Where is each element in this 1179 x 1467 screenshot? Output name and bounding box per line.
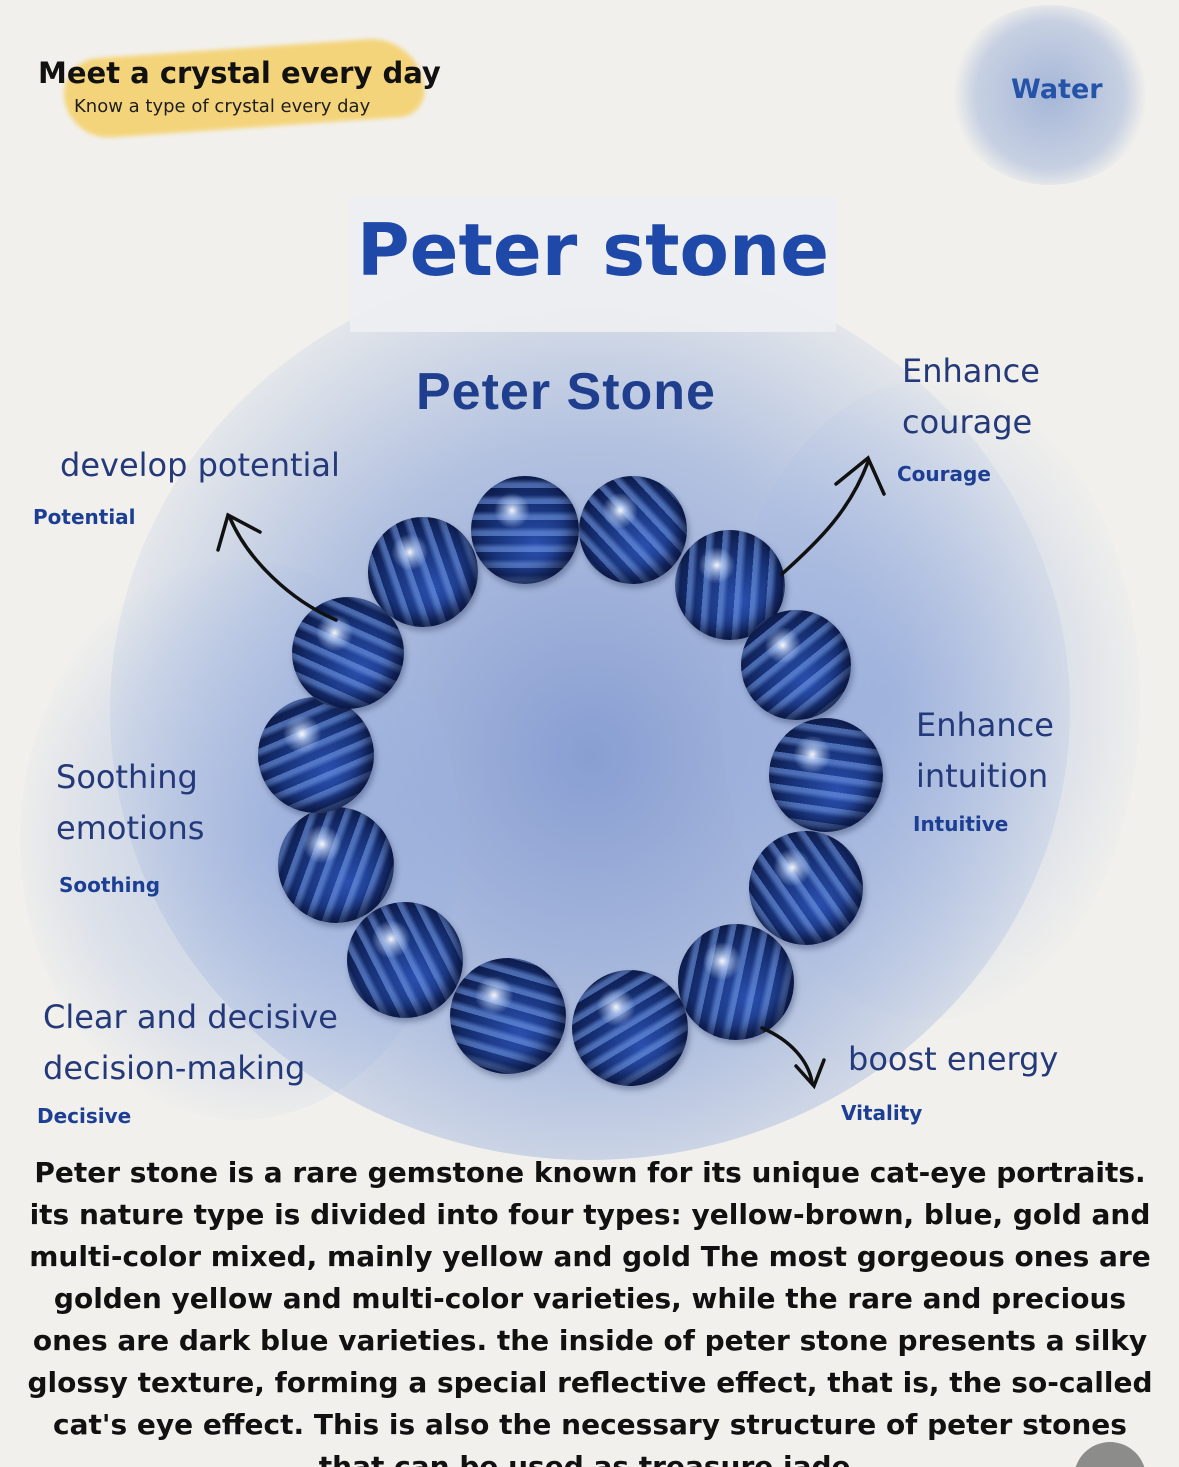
bracelet-bead [278,807,394,923]
bracelet-bead [741,610,851,720]
element-label: Water [1011,74,1103,105]
effect-tag-vitality: Vitality [841,1101,923,1125]
effect-tag-soothing: Soothing [59,873,161,897]
bracelet-bead [769,718,883,832]
title-panel [350,196,836,332]
bracelet-bead [572,970,688,1086]
bracelet-bead [471,476,579,584]
effect-tag-courage: Courage [897,462,991,486]
bracelet-bead [368,517,478,627]
bracelet-bead [678,924,794,1040]
bracelet-bead [749,831,863,945]
effect-tag-potential: Potential [33,505,136,529]
bracelet-bead [347,902,463,1018]
effect-tag-decisive: Decisive [37,1104,132,1128]
effect-label-energy: boost energy [848,1040,1059,1078]
header-title: Meet a crystal every day [38,56,441,90]
effect-label-courage: Enhance courage [902,352,1040,441]
effect-label-intuition: Enhance intuition [916,706,1054,795]
bracelet-bead [292,597,404,709]
water-blob [950,5,1150,185]
stone-heading: Peter Stone [416,363,716,421]
effect-tag-intuitive: Intuitive [913,812,1009,836]
effect-label-potential: develop potential [60,446,340,484]
effect-label-decisive: Clear and decisive decision-making [43,998,338,1087]
bracelet-bead [579,476,687,584]
bracelet-bead [258,697,374,813]
header: Meet a crystal every day Know a type of … [38,35,441,141]
page-title: Peter stone [356,208,830,292]
bracelet-bead [450,958,566,1074]
description-text: Peter stone is a rare gemstone known for… [27,1156,1153,1467]
effect-label-soothing: Soothing emotions [56,758,205,847]
header-subtitle: Know a type of crystal every day [74,96,371,117]
